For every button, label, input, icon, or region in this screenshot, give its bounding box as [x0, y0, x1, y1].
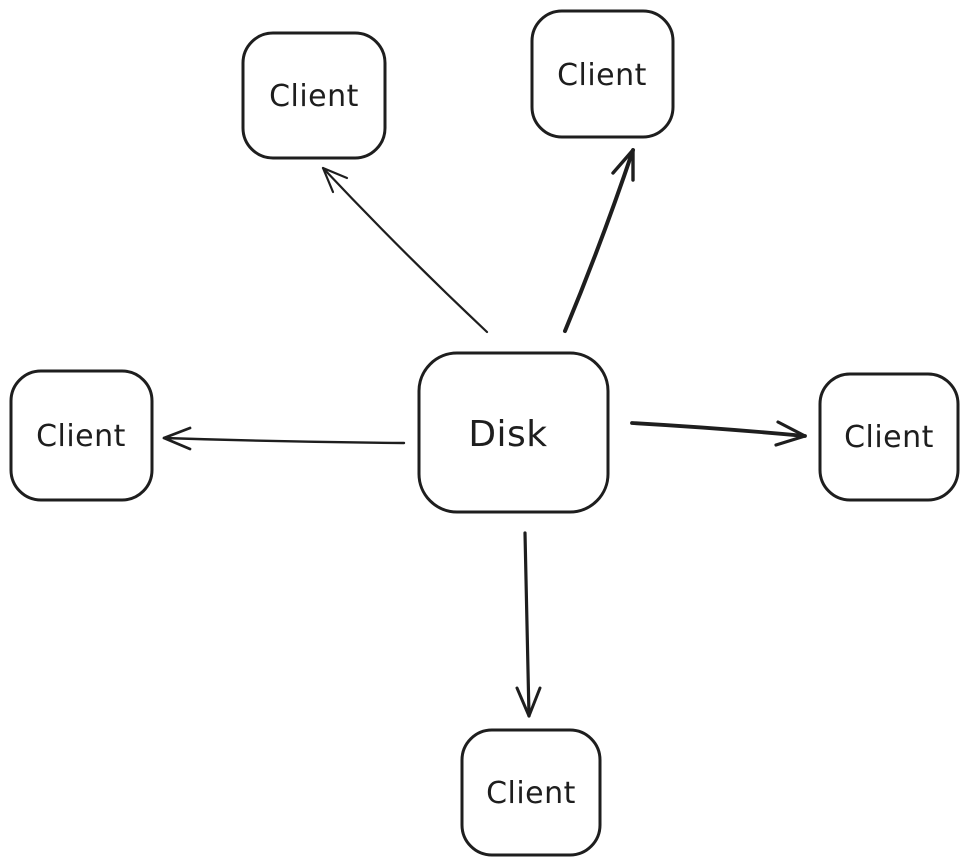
arrowhead-icon: [515, 686, 542, 718]
arrow-disk-to-client-left: [162, 426, 406, 451]
arrow-disk-to-client-bottom: [515, 531, 542, 718]
client-bottom-node: Client: [460, 728, 602, 857]
arrowhead-icon: [162, 426, 192, 451]
arrowhead-icon: [321, 166, 349, 194]
client-right-node: Client: [818, 372, 960, 502]
client-top-left-box: [241, 31, 387, 160]
arrowhead-icon: [611, 148, 635, 182]
arrow-disk-to-client-top-left: [321, 166, 489, 334]
arrow-shaft: [162, 436, 406, 445]
arrow-shaft: [630, 421, 807, 438]
client-right-box: [818, 372, 960, 502]
disk-node: Disk: [417, 351, 610, 514]
client-top-left-node: Client: [241, 31, 387, 160]
client-top-right-label: Client: [557, 58, 647, 93]
client-left-label: Client: [36, 419, 126, 454]
arrow-shaft: [563, 148, 635, 333]
arrowhead-icon: [774, 420, 807, 447]
client-top-right-node: Client: [530, 9, 675, 139]
arrow-shaft: [523, 531, 531, 718]
client-bottom-box: [460, 728, 602, 857]
client-left-box: [9, 369, 154, 502]
disk-node-box: [417, 351, 610, 514]
client-top-left-label: Client: [269, 79, 359, 114]
client-top-right-box: [530, 9, 675, 139]
arrow-disk-to-client-right: [630, 420, 807, 447]
arrow-disk-to-client-top-right: [563, 148, 635, 333]
disk-node-label: Disk: [468, 414, 547, 455]
client-right-label: Client: [844, 420, 934, 455]
arrow-shaft: [321, 166, 489, 334]
client-bottom-label: Client: [486, 776, 576, 811]
client-left-node: Client: [9, 369, 154, 502]
